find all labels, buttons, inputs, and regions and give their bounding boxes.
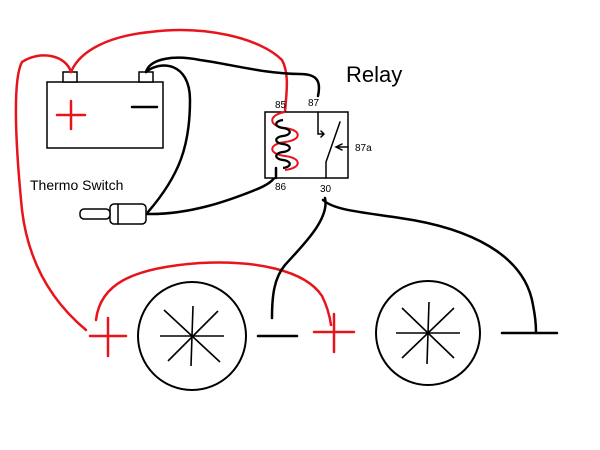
relay-pin-30-label: 30: [320, 184, 332, 195]
relay-coil: [271, 111, 299, 171]
relay-30-to-fan-right-wire: [321, 198, 538, 334]
battery-negative-to-thermo-wire: [144, 64, 192, 214]
fan-icon: [375, 280, 481, 386]
fan-icon: [137, 281, 247, 391]
relay-switch-contacts: [317, 111, 349, 179]
thermo-to-relay-86-wire: [144, 173, 278, 216]
relay-pin-87a-label: 87a: [355, 143, 372, 154]
relay-icon: [264, 111, 349, 180]
thermo-switch-label: Thermo Switch: [30, 177, 123, 193]
relay-30-to-fan-left-wire: [270, 196, 327, 320]
relay-title: Relay: [346, 62, 402, 87]
relay-coil-outline: [275, 118, 291, 170]
fan-right-positive-terminal: [312, 312, 356, 354]
battery-positive-wire: [14, 54, 88, 332]
fan-positive-jumper-wire: [94, 261, 333, 327]
fan-left-positive-terminal: [88, 316, 128, 358]
relay-pin-86-label: 86: [275, 182, 287, 193]
thermo-switch-icon: [79, 203, 147, 225]
positive-to-relay-wire: [69, 28, 289, 114]
relay-pin-87-label: 87: [308, 98, 320, 109]
relay-pin-85-label: 85: [275, 100, 287, 111]
battery-positive-symbol: [55, 99, 87, 131]
battery-negative-to-relay-wire: [144, 56, 321, 98]
battery-icon: [46, 71, 164, 149]
